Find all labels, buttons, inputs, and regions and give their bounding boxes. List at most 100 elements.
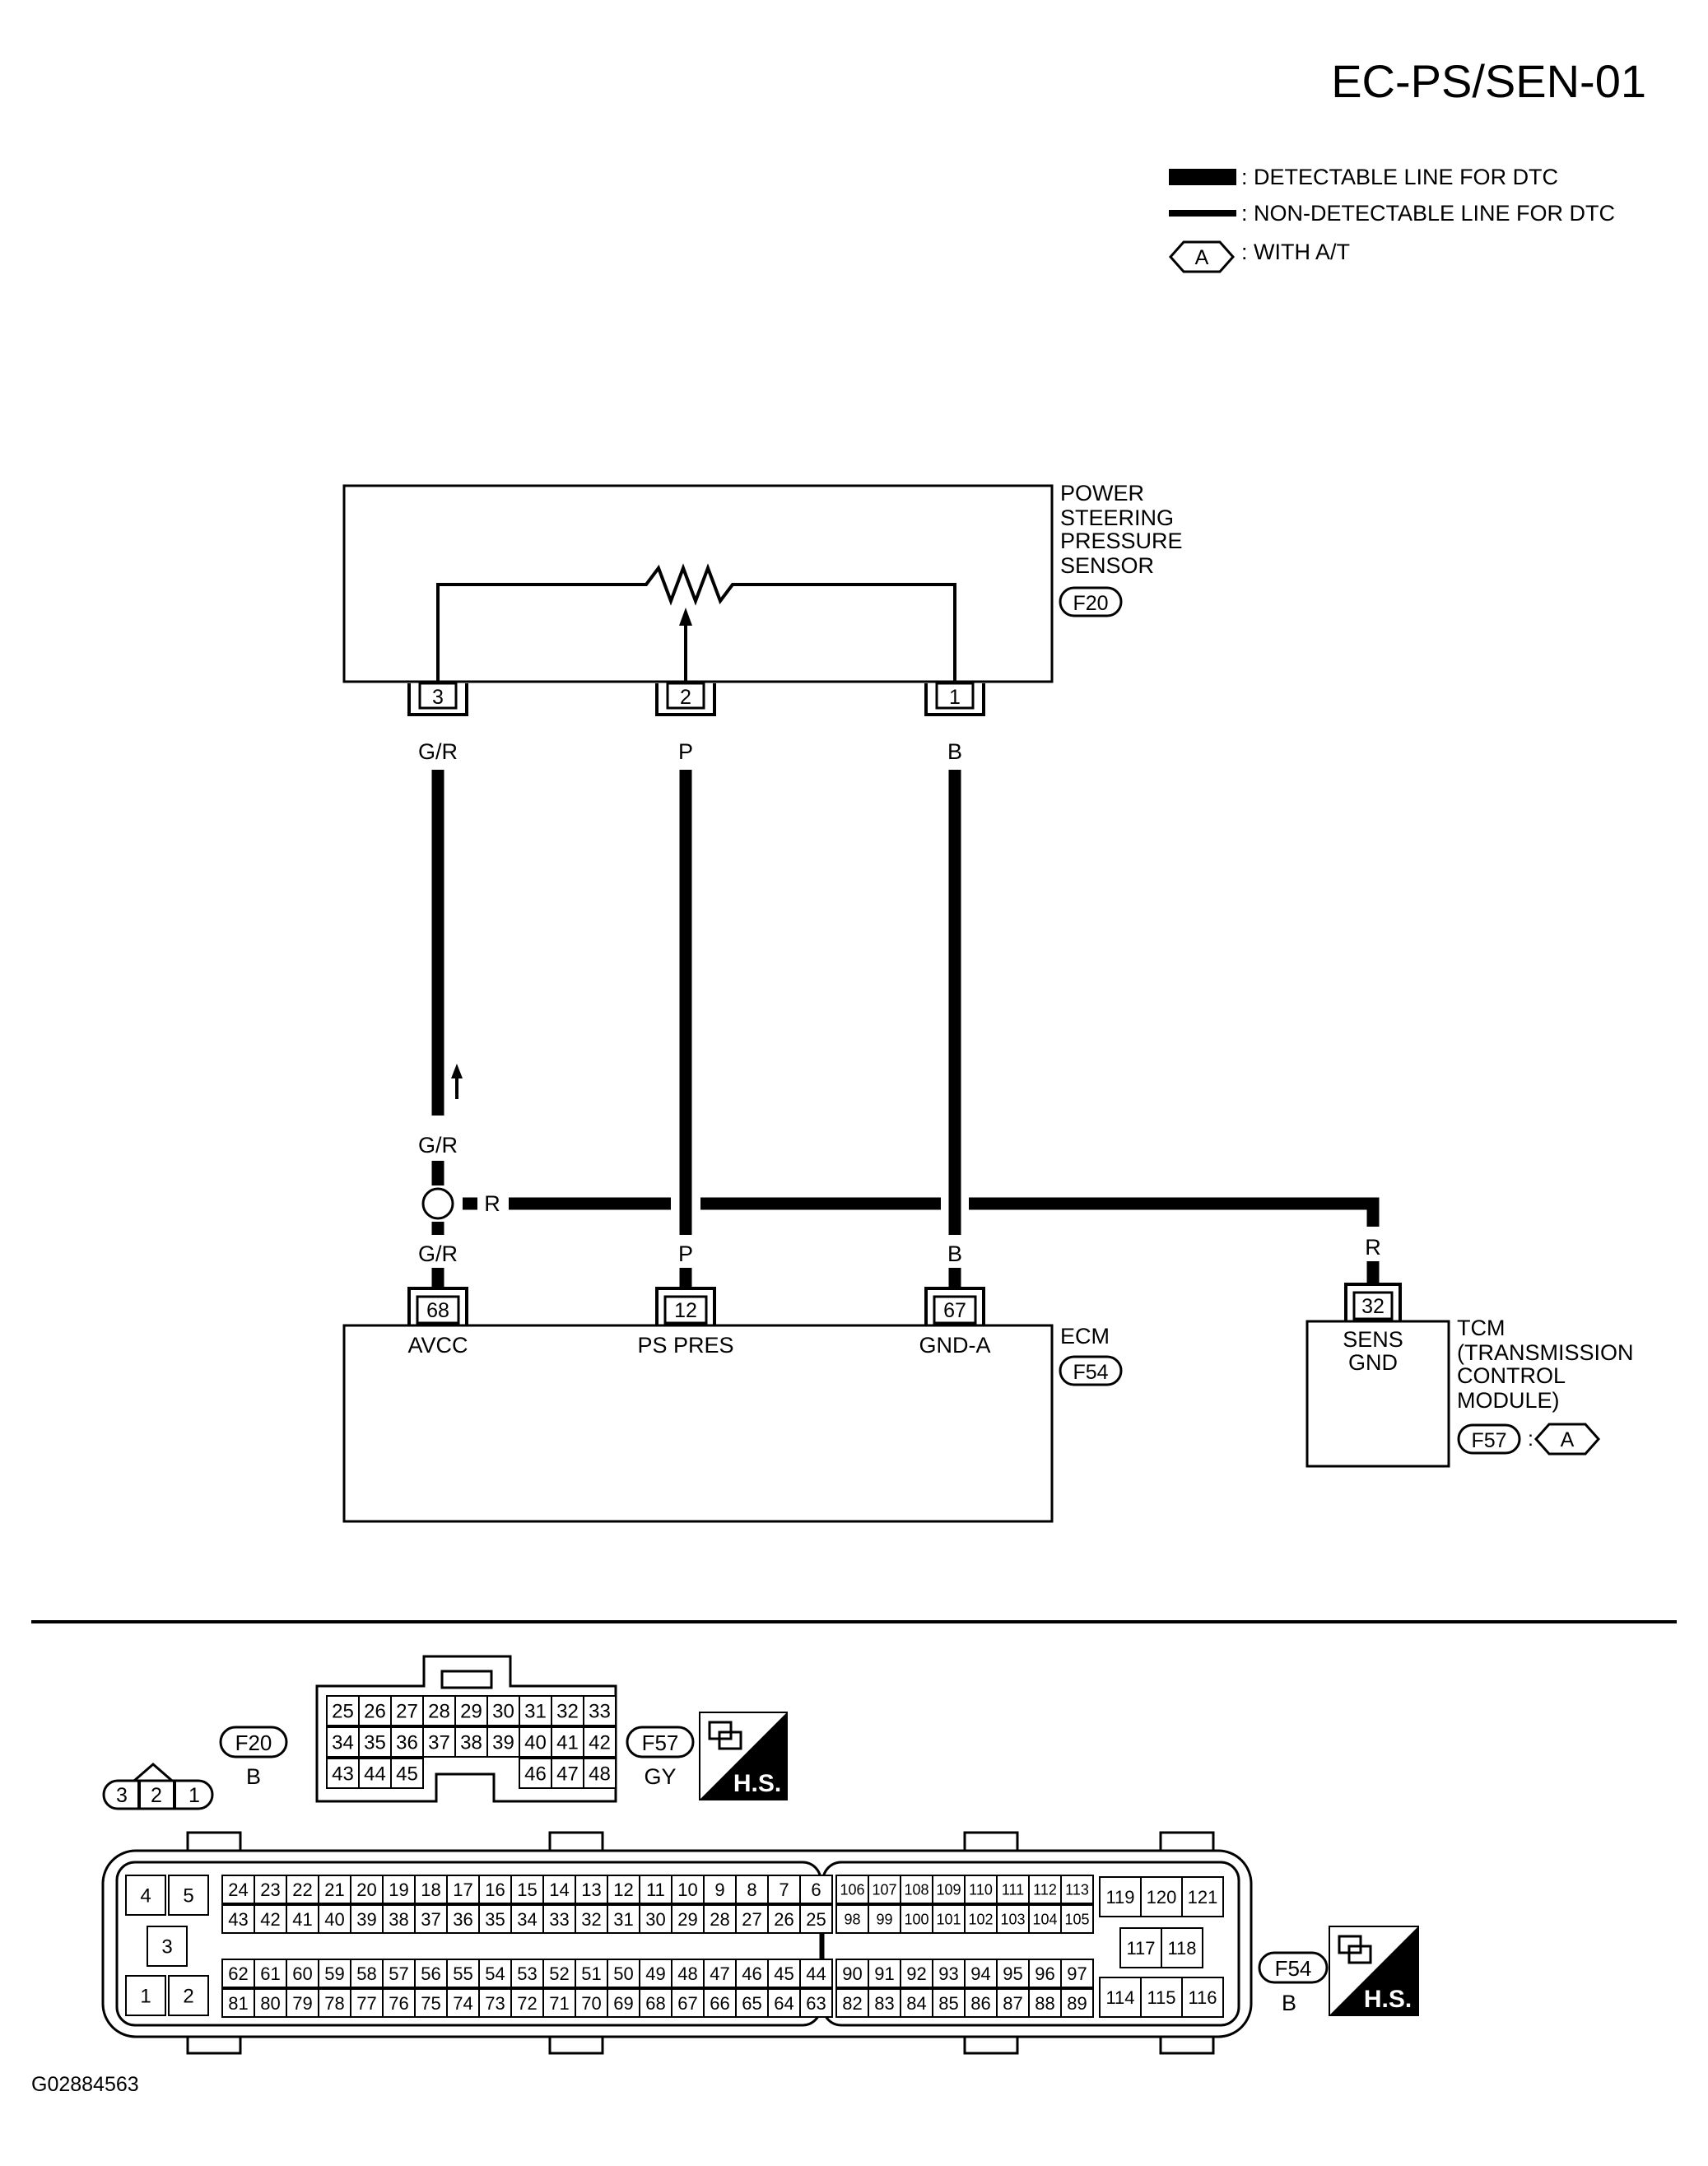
f57-pin-25	[326, 1695, 360, 1726]
f54-pin-81	[221, 1988, 255, 2018]
ecm-pin-12-frame	[655, 1287, 716, 1325]
f54-pin-50	[607, 1959, 640, 1988]
hs-icon-f57: H.S.	[699, 1712, 788, 1800]
f54-pin-45	[767, 1959, 801, 1988]
f54-pin-107	[868, 1875, 901, 1904]
f54-pin-63	[799, 1988, 833, 2018]
f54-pin-56	[414, 1959, 448, 1988]
f54-pin-100-label: 100	[904, 1911, 928, 1927]
f54-pin-26-label: 26	[774, 1909, 793, 1930]
f54-pin-54-label: 54	[485, 1963, 505, 1984]
f54-pin-61-label: 61	[260, 1963, 280, 1984]
f54-pin-85-label: 85	[938, 1993, 958, 2014]
f54-pin-117	[1119, 1927, 1162, 1968]
f54-pin-114-label: 114	[1105, 1987, 1134, 2008]
f54-pin-56-label: 56	[421, 1963, 440, 1984]
f57-pin-40-label: 40	[524, 1732, 547, 1754]
f57-pin-48-label: 48	[589, 1763, 611, 1786]
detectable-line-sample	[1169, 169, 1236, 185]
tcm-connector-badge	[1457, 1423, 1521, 1455]
f57-pin-48	[583, 1758, 617, 1789]
f57-pin-46-label: 46	[524, 1763, 547, 1786]
f54-pin-70-label: 70	[581, 1993, 601, 2014]
figure-code: G02884563	[31, 2073, 139, 2096]
wire-avcc-mid-color: G/R	[418, 1133, 458, 1158]
f57-pin-39	[486, 1726, 520, 1758]
f57-pin-27-label: 27	[396, 1701, 418, 1723]
f54-pin-105-label: 105	[1064, 1911, 1089, 1927]
f54-pin-33	[542, 1904, 576, 1934]
f54-pin-label: 4	[140, 1885, 151, 1907]
ecm-pin-67-frame	[924, 1287, 985, 1325]
f54-pin-98-label: 98	[844, 1911, 860, 1927]
branch-seg-3	[969, 1197, 1380, 1227]
f54-pin-13-label: 13	[581, 1880, 601, 1900]
f57-pin-31	[519, 1695, 552, 1726]
f54-pin-118-label: 118	[1167, 1938, 1196, 1959]
hs-icon-f54: H.S.	[1329, 1926, 1419, 2016]
f54-pin-21	[318, 1875, 351, 1904]
f54-pin-39-label: 39	[356, 1909, 376, 1930]
f57-badge	[626, 1726, 695, 1758]
sensor-pin-1-label: 1	[949, 686, 961, 709]
f57-pin-39-label: 39	[492, 1732, 514, 1754]
sensor-name-1: POWER	[1060, 481, 1144, 505]
sensor-pin-1	[935, 682, 975, 710]
shield-arrow-icon	[451, 1064, 463, 1078]
ecm-connector-label: F54	[1073, 1361, 1108, 1384]
f54-pin-92	[900, 1959, 933, 1988]
f54-pin-104	[1028, 1904, 1062, 1934]
legend-badge-label: A	[1195, 246, 1209, 269]
sensor-connector-label: F20	[1073, 592, 1108, 615]
f54-pin-46-label: 46	[742, 1963, 761, 1984]
f54-pin-87-label: 87	[1003, 1993, 1022, 2014]
nondetectable-line-sample	[1169, 210, 1236, 217]
wire-pres-top-color: P	[678, 739, 693, 764]
f54-pin-67-label: 67	[677, 1993, 697, 2014]
f57-pin-34-label: 34	[332, 1732, 354, 1754]
f54-pin-95-label: 95	[1003, 1963, 1022, 1984]
ecm-pin-67	[933, 1295, 977, 1325]
f54-pin-23-label: 23	[260, 1880, 280, 1900]
f54-pin-14	[542, 1875, 576, 1904]
f54-pin-22-label: 22	[292, 1880, 312, 1900]
f57-pin-29	[454, 1695, 488, 1726]
f54-pin-118	[1161, 1927, 1203, 1968]
sensor-pin-2-label: 2	[680, 686, 691, 709]
f54-pin-label: 2	[183, 1986, 193, 2008]
f54-pin-113	[1060, 1875, 1094, 1904]
f54-pin-83-label: 83	[874, 1993, 894, 2014]
f54-pin-42	[254, 1904, 287, 1934]
f54-pin-91-label: 91	[874, 1963, 894, 1984]
sensor-name-4: SENSOR	[1060, 553, 1154, 578]
f54-pin-label: 3	[161, 1936, 172, 1959]
sensor-pin-2	[666, 682, 705, 710]
f54-pin-96-label: 96	[1035, 1963, 1054, 1984]
ecm-pin-12	[663, 1295, 708, 1325]
f54-pin-81-label: 81	[228, 1993, 248, 2014]
f57-pin-26-label: 26	[364, 1701, 386, 1723]
ecm-pin-68-frame	[407, 1287, 468, 1325]
ecm-pin-12-label: 12	[674, 1299, 697, 1322]
tcm-name-4: MODULE)	[1457, 1388, 1560, 1413]
hs-label-2: H.S.	[1364, 1986, 1412, 2013]
f54-pin-66-label: 66	[710, 1993, 729, 2014]
tcm-name-1: TCM	[1457, 1316, 1505, 1340]
f54-pin-90-label: 90	[842, 1963, 862, 1984]
tcm-pin-frame	[1344, 1283, 1402, 1321]
f54-pin-43-label: 43	[228, 1909, 248, 1930]
f54-pin-37-label: 37	[421, 1909, 440, 1930]
f57-pin-47-label: 47	[556, 1763, 579, 1786]
f54-pin-108-label: 108	[904, 1881, 928, 1898]
f54-pin-58-label: 58	[356, 1963, 376, 1984]
sensor-pin-3-frame	[407, 683, 468, 716]
f54-pin-30-label: 30	[645, 1909, 665, 1930]
f54-pin-95	[996, 1959, 1030, 1988]
f54-pin-label: 1	[140, 1986, 151, 2008]
ecm-connector-badge	[1059, 1355, 1123, 1386]
f54-pin-75-label: 75	[421, 1993, 440, 2014]
f57-pin-41-label: 41	[556, 1732, 579, 1754]
f54-pin-63-label: 63	[806, 1993, 826, 2014]
f54-pin-76-label: 76	[389, 1993, 408, 2014]
